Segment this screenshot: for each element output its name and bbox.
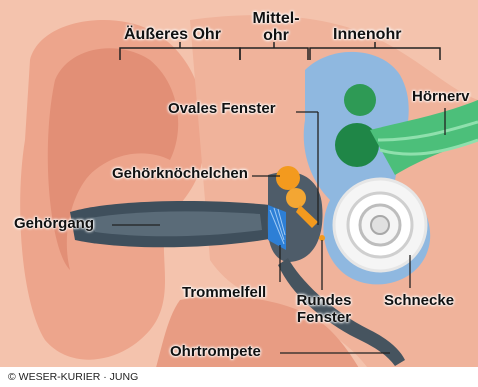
label-oval-window: Ovales Fenster: [168, 100, 276, 117]
label-ear-canal: Gehörgang: [14, 215, 94, 232]
label-round-window-line1: Rundes: [292, 292, 356, 309]
label-eardrum: Trommelfell: [182, 284, 266, 301]
ear-canal-highlight: [90, 211, 262, 236]
section-middle-ear: Mittel- ohr: [244, 10, 308, 44]
section-middle-ear-line1: Mittel-: [244, 10, 308, 27]
label-round-window-line2: Fenster: [292, 309, 356, 326]
credit-text: © WESER-KURIER · JUNG: [8, 371, 138, 383]
ossicle-malleus: [276, 166, 300, 190]
label-cochlea: Schnecke: [384, 292, 454, 309]
label-eustachian-tube: Ohrtrompete: [170, 343, 261, 360]
section-inner-ear: Innenohr: [333, 26, 401, 44]
label-round-window: Rundes Fenster: [292, 292, 356, 326]
cochlea-center: [371, 216, 389, 234]
section-middle-ear-line2: ohr: [244, 27, 308, 44]
ossicle-incus: [286, 188, 306, 208]
label-ossicles: Gehörknöchelchen: [112, 165, 248, 182]
vestibule-upper: [344, 84, 376, 116]
label-auditory-nerve: Hörnerv: [412, 88, 470, 105]
section-outer-ear: Äußeres Ohr: [124, 26, 221, 44]
